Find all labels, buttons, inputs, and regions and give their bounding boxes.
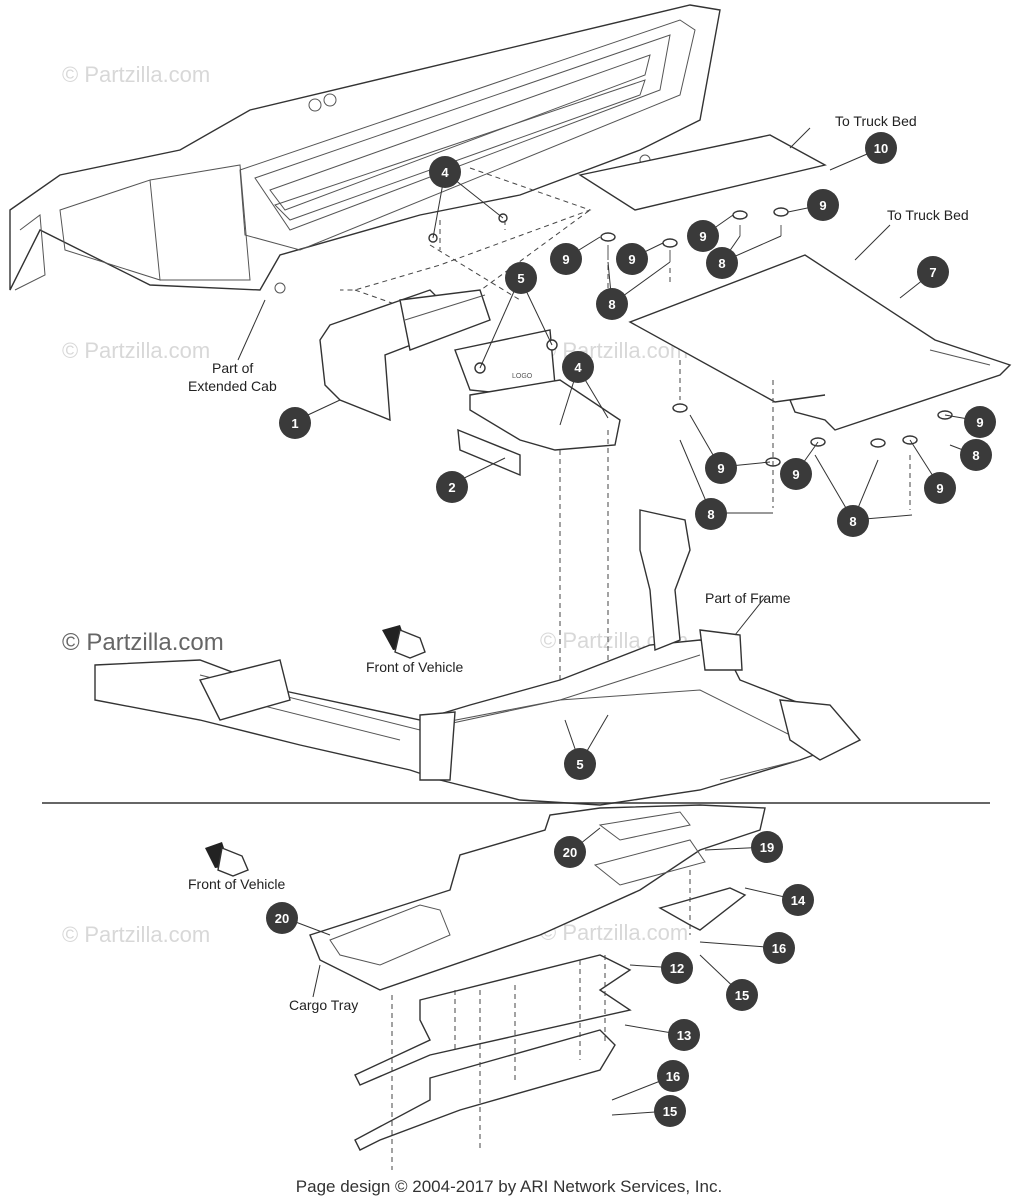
- svg-text:8: 8: [608, 297, 615, 312]
- frame-drawing: [94, 509, 862, 806]
- callout-1[interactable]: 1: [279, 407, 311, 439]
- svg-text:9: 9: [0, 0, 7, 3]
- callout-8[interactable]: 8: [837, 505, 869, 537]
- callout-20[interactable]: 20: [266, 902, 298, 934]
- label-to-truck-bed: To Truck Bed: [887, 207, 969, 223]
- svg-text:13: 13: [677, 1028, 691, 1043]
- callout-8[interactable]: 8: [706, 247, 738, 279]
- svg-text:16: 16: [772, 941, 786, 956]
- label-front-of-vehicle: Front of Vehicle: [188, 876, 285, 892]
- callout-9[interactable]: 9: [687, 220, 719, 252]
- callout-5[interactable]: 5: [564, 748, 596, 780]
- callout-15[interactable]: 15: [726, 979, 758, 1011]
- callout-7[interactable]: 7: [917, 256, 949, 288]
- svg-text:9: 9: [0, 0, 7, 3]
- svg-text:9: 9: [717, 461, 724, 476]
- callout-9[interactable]: 9: [0, 0, 7, 3]
- callout-9[interactable]: 9: [616, 243, 648, 275]
- svg-text:19: 19: [760, 840, 774, 855]
- callout-9[interactable]: 9: [780, 458, 812, 490]
- svg-text:9: 9: [699, 229, 706, 244]
- svg-text:5: 5: [517, 271, 524, 286]
- callout-8[interactable]: 8: [596, 288, 628, 320]
- callout-9[interactable]: 9: [550, 243, 582, 275]
- svg-text:LOGO: LOGO: [512, 373, 533, 380]
- label-to-truck-bed: To Truck Bed: [835, 113, 917, 129]
- callout-12[interactable]: 12: [661, 952, 693, 984]
- callout-16[interactable]: 16: [763, 932, 795, 964]
- label-extended-cab: Extended Cab: [188, 378, 277, 394]
- callout-2[interactable]: 2: [436, 471, 468, 503]
- svg-text:8: 8: [972, 448, 979, 463]
- watermark: © Partzilla.com: [62, 62, 210, 87]
- label-part-of: Part of: [212, 360, 253, 376]
- callout-15[interactable]: 15: [654, 1095, 686, 1127]
- callout-4[interactable]: 4: [562, 351, 594, 383]
- part-10-panel: [578, 134, 827, 211]
- callout-9[interactable]: 9: [924, 472, 956, 504]
- watermark: © Partzilla.com: [62, 922, 210, 947]
- callout-5[interactable]: 5: [505, 262, 537, 294]
- front-arrow-icon: [382, 625, 426, 659]
- callout-16[interactable]: 16: [657, 1060, 689, 1092]
- svg-text:8: 8: [707, 507, 714, 522]
- svg-text:9: 9: [976, 415, 983, 430]
- svg-text:5: 5: [576, 757, 583, 772]
- svg-text:4: 4: [441, 165, 449, 180]
- svg-text:2: 2: [448, 480, 455, 495]
- copyright-footer: Page design © 2004-2017 by ARI Network S…: [296, 1177, 722, 1196]
- svg-text:10: 10: [874, 141, 888, 156]
- callout-9[interactable]: 9: [705, 452, 737, 484]
- watermark-strong: © Partzilla.com: [62, 629, 224, 656]
- svg-text:9: 9: [628, 252, 635, 267]
- svg-text:20: 20: [275, 911, 289, 926]
- callout-14[interactable]: 14: [782, 884, 814, 916]
- front-arrow-icon: [205, 842, 249, 877]
- svg-text:15: 15: [735, 988, 749, 1003]
- svg-text:9: 9: [819, 198, 826, 213]
- callout-13[interactable]: 13: [668, 1019, 700, 1051]
- svg-text:7: 7: [929, 265, 936, 280]
- svg-text:9: 9: [936, 481, 943, 496]
- callout-9[interactable]: 9: [807, 189, 839, 221]
- callout-9[interactable]: 9: [964, 406, 996, 438]
- svg-text:16: 16: [666, 1069, 680, 1084]
- label-front-of-vehicle: Front of Vehicle: [366, 659, 463, 675]
- callout-9[interactable]: 9: [0, 0, 7, 3]
- cargo-tray-drawing: [309, 804, 766, 1170]
- svg-text:8: 8: [718, 256, 725, 271]
- svg-text:1: 1: [291, 416, 298, 431]
- svg-text:9: 9: [792, 467, 799, 482]
- label-part-of-frame: Part of Frame: [705, 590, 791, 606]
- svg-text:4: 4: [574, 360, 582, 375]
- callout-8[interactable]: 8: [960, 439, 992, 471]
- label-cargo-tray: Cargo Tray: [289, 997, 358, 1013]
- callout-10[interactable]: 10: [865, 132, 897, 164]
- svg-text:12: 12: [670, 961, 684, 976]
- callout-19[interactable]: 19: [751, 831, 783, 863]
- extended-cab-drawing: [9, 4, 721, 294]
- svg-text:8: 8: [849, 514, 856, 529]
- callout-8[interactable]: 8: [695, 498, 727, 530]
- watermark: © Partzilla.com: [62, 338, 210, 363]
- svg-text:15: 15: [663, 1104, 677, 1119]
- svg-text:9: 9: [562, 252, 569, 267]
- callout-4[interactable]: 4: [429, 156, 461, 188]
- callout-20[interactable]: 20: [554, 836, 586, 868]
- svg-text:20: 20: [563, 845, 577, 860]
- part-7-panel: [628, 254, 1012, 431]
- svg-text:14: 14: [791, 893, 806, 908]
